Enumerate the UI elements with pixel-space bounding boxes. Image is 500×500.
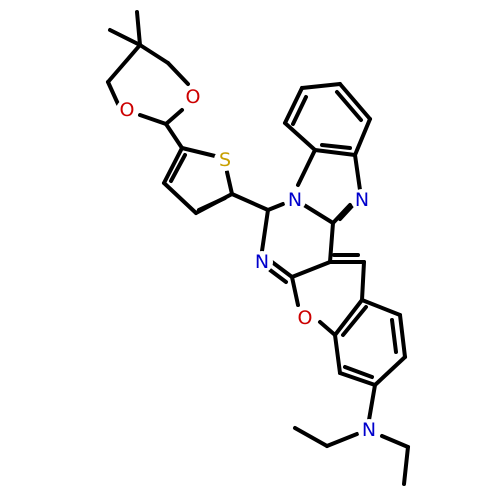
atom-n-amine-label: N (362, 419, 376, 441)
bond-bz-2 (283, 86, 304, 125)
bond-pyr-c-c-fused (328, 221, 335, 264)
bond-acetal-thiophene (164, 122, 184, 150)
bond-bz-6-inner (320, 143, 352, 150)
bond-pyran-c4a-c4 (360, 260, 366, 302)
bond-n-et2 (380, 434, 410, 449)
atom-n-amine: N (358, 419, 380, 441)
atom-o-chromene: O (294, 307, 316, 329)
bond-et2 (402, 445, 410, 486)
atom-o-chromene-label: O (298, 307, 313, 329)
bond-cbz-3-inner (390, 318, 398, 354)
atom-o-dioxane-left-label: O (120, 99, 135, 121)
bond-pyr-c-n-bridge (302, 203, 335, 225)
bonds (106, 10, 410, 486)
bond-quat-ch2-right (138, 43, 170, 65)
bond-sp3-n-pyr (260, 208, 270, 253)
bond-thio-c4-c5 (162, 146, 184, 185)
atom-o-dioxane-top: O (182, 86, 204, 108)
bond-n-et1 (325, 432, 359, 448)
bond-et1 (293, 426, 329, 448)
bond-bz-5 (353, 117, 372, 157)
bond-n-pyr-c-inner (268, 268, 288, 284)
atom-n-imidazole-bridge-label: N (288, 189, 302, 211)
bond-ch2-o-top (166, 61, 190, 86)
bond-imid-n3-c3a (353, 153, 362, 192)
bond-bz-4-inner (335, 90, 363, 122)
bond-o-left-ch2 (106, 80, 120, 106)
bond-ch2-quat-left (106, 43, 142, 84)
bond-thio-c2-c3-inner (197, 196, 227, 212)
bond-o-top-acetal (164, 108, 184, 126)
bond-cbz-5 (338, 371, 377, 387)
bond-imid-c7a-n1 (296, 148, 317, 187)
bond-imid-c2-n3-inner (338, 204, 354, 221)
atom-n-imidazole-right-label: N (355, 189, 369, 211)
atom-labels: O O S N N N O N (116, 86, 380, 441)
atom-o-dioxane-left: O (116, 99, 138, 121)
atom-n-imidazole-bridge: N (284, 189, 306, 211)
bond-bz-3 (300, 82, 342, 90)
bond-cbz-1-inner (341, 305, 368, 337)
bond-aryl-n (367, 383, 377, 422)
bond-pyr-c-c (290, 260, 332, 279)
bond-pyran-o-c8a (318, 320, 337, 337)
bond-thio-c4-c5-inner (169, 153, 187, 183)
bond-sp3-n-bridge (266, 202, 285, 212)
bond-thio-c3-c4 (162, 181, 198, 215)
bond-imid-c2-n3 (331, 203, 352, 225)
bond-methyl-a (135, 10, 142, 47)
bond-thio-s-c2 (225, 170, 234, 196)
atom-n-pyrimidine-label: N (255, 251, 269, 273)
bond-cbz-6 (333, 333, 342, 375)
bond-thiophene-sp3 (230, 192, 270, 212)
bond-imid-c3a-c7a (313, 148, 357, 157)
atom-s-thiophene-label: S (219, 149, 231, 171)
bond-pyran-c-o (290, 275, 300, 307)
bond-methyl-b (108, 28, 142, 47)
bond-cbz-1 (333, 298, 364, 337)
atom-o-dioxane-top-label: O (186, 86, 201, 108)
atom-n-imidazole-right: N (351, 189, 373, 211)
bond-thio-c5-s (180, 146, 217, 158)
bond-cbz-5-inner (343, 365, 374, 379)
bond-bz-4 (338, 82, 372, 121)
bond-cbz-2 (360, 298, 402, 317)
atom-s-thiophene: S (214, 149, 236, 171)
bond-acetal-o-left (138, 113, 168, 126)
bond-cbz-3 (398, 313, 407, 359)
atom-n-pyrimidine: N (251, 251, 273, 273)
bond-bz-1 (283, 121, 317, 152)
bond-cbz-4 (373, 355, 407, 387)
bond-bz-2-inner (291, 95, 308, 126)
bond-n-pyr-c (270, 260, 294, 279)
